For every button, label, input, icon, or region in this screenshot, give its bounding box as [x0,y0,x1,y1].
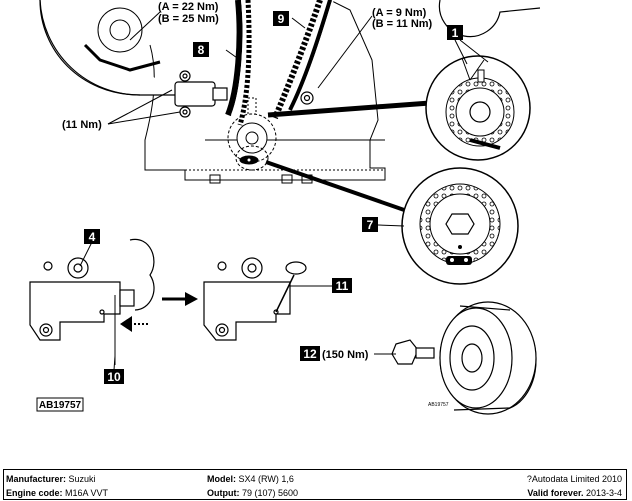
engine-code-value: M16A VVT [65,488,109,498]
output-row: Output: 79 (107) 5600 [207,487,298,499]
ref-code-main-text: AB19757 [39,400,82,411]
engine-code-row: Engine code: M16A VVT [6,487,108,499]
output-value: 79 (107) 5600 [242,488,299,498]
label-4-text: 4 [89,230,96,244]
manufacturer-row: Manufacturer: Suzuki [6,473,96,485]
label-10-text: 10 [107,370,121,384]
guide-bolt-right [300,91,314,105]
ref-code-main: AB19757 [36,397,84,412]
tensioner-locked-detail [203,257,307,341]
manufacturer-label: Manufacturer: [6,474,67,484]
label-11-text: 11 [336,279,349,293]
label-box-8: 8 [193,42,209,57]
detail-circle-top-right-edge [438,0,541,38]
date-value: 2013-3-4 [585,488,622,498]
model-value: SX4 (RW) 1,6 [238,474,294,484]
label-8-text: 8 [198,43,205,57]
torque-pulley: (150 Nm) [322,349,369,361]
validity-row: Valid forever. 2013-3-4 [527,487,622,499]
label-box-10: 10 [104,369,124,384]
valid-label: Valid forever. [527,488,584,498]
torque-left-a: (A = 22 Nm) [158,1,219,13]
label-leader-lines [79,11,489,371]
chain-guide-8 [225,0,245,117]
torque-tensioner: (11 Nm) [62,119,102,131]
label-box-7: 7 [362,217,378,232]
copyright-text: ?Autodata Limited 2010 [526,474,622,484]
timing-chain-diagram: (A = 22 Nm) (B = 25 Nm) (A = 9 Nm) (B = … [29,0,541,415]
push-arrow-icon [120,316,148,332]
detail-circle-top-left [39,0,180,96]
label-box-9: 9 [273,11,289,26]
model-label: Model: [207,474,236,484]
detail-cam-sprocket [425,55,531,161]
magnifier-leader-lines [265,100,431,214]
label-9-text: 9 [278,12,285,26]
chain-guide-9 [272,0,334,120]
detail-crank-sprocket [401,167,519,285]
crankshaft-sprocket [227,97,277,171]
label-7-text: 7 [367,218,374,232]
ref-code-small: AB19757 [428,402,449,408]
engine-code-label: Engine code: [6,488,63,498]
crankshaft-pulley [439,301,537,415]
output-label: Output: [207,488,240,498]
label-box-4: 4 [84,229,100,244]
label-1-text: 1 [452,26,459,40]
footer-info-box: Manufacturer: Suzuki Engine code: M16A V… [3,469,627,500]
tensioner-4-detail [29,238,155,365]
pulley-bolt [391,339,435,365]
label-12-text: 12 [303,347,317,361]
torque-left-b: (B = 25 Nm) [158,13,219,25]
torque-right-b: (B = 11 Nm) [372,18,433,30]
chain-tensioner-installed [174,70,228,118]
label-box-12: 12 [300,346,320,361]
torque-right-a: (A = 9 Nm) [372,7,427,19]
model-row: Model: SX4 (RW) 1,6 [207,473,294,485]
transition-arrow-icon [162,292,198,306]
manufacturer-value: Suzuki [68,474,96,484]
label-box-11: 11 [332,278,352,293]
label-box-1: 1 [447,25,463,40]
